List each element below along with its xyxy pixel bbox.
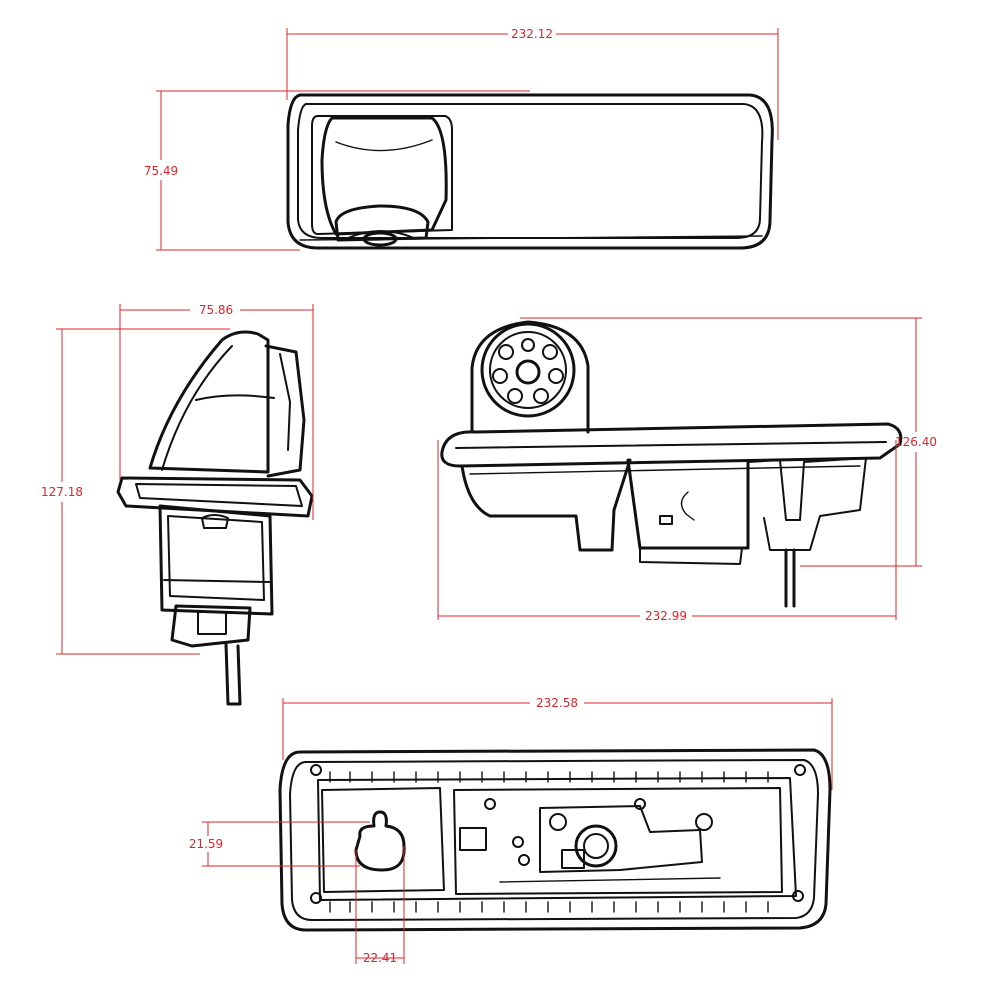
bottom-hole-offset-label: 21.59 xyxy=(189,837,223,851)
side-view: 75.86 127.18 xyxy=(41,303,314,706)
bottom-hole-width-label: 22.41 xyxy=(363,951,397,965)
front-width-label: 232.99 xyxy=(645,609,687,623)
top-view: 232.12 75.49 xyxy=(144,27,779,251)
front-view: 232.99 126.40 xyxy=(437,317,937,623)
bottom-width-label: 232.58 xyxy=(536,696,578,710)
side-height-label: 127.18 xyxy=(41,485,83,499)
side-width-label: 75.86 xyxy=(199,303,233,317)
bottom-view: 232.58 21.59 22.41 xyxy=(189,696,833,965)
top-width-label: 232.12 xyxy=(511,27,553,41)
top-height-label: 75.49 xyxy=(144,164,178,178)
front-height-label: 126.40 xyxy=(895,435,937,449)
